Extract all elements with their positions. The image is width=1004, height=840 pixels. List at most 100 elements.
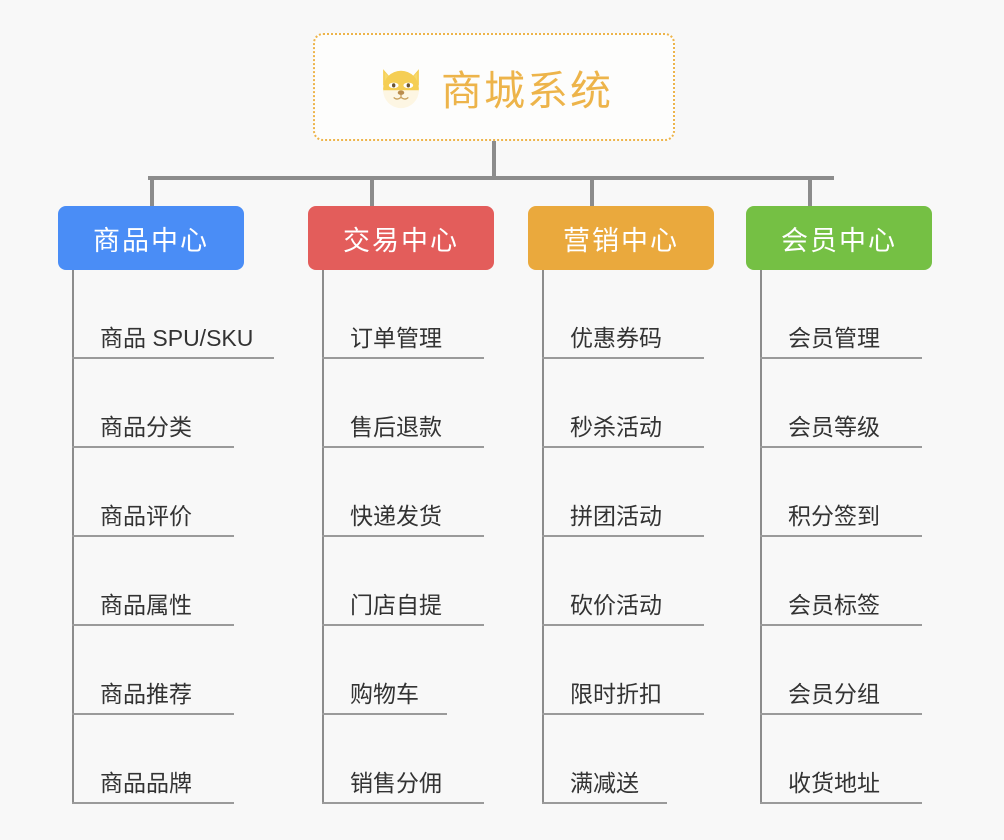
list-item[interactable]: 收货地址 (746, 715, 932, 804)
list-item[interactable]: 秒杀活动 (528, 359, 714, 448)
list-item[interactable]: 售后退款 (308, 359, 494, 448)
leaf-list-trade-center: 订单管理 售后退款 快递发货 门店自提 购物车 销售分佣 (308, 270, 494, 804)
connector-drop-1 (150, 176, 154, 206)
branch-header-product-center[interactable]: 商品中心 (58, 206, 244, 270)
leaf-underline (760, 535, 922, 537)
leaf-underline (72, 535, 234, 537)
branch-header-trade-center[interactable]: 交易中心 (308, 206, 494, 270)
leaf-underline (760, 357, 922, 359)
leaf-label: 商品品牌 (100, 769, 192, 796)
leaf-underline (322, 713, 447, 715)
branch-header-label: 商品中心 (93, 225, 209, 256)
list-item[interactable]: 优惠券码 (528, 270, 714, 359)
leaf-label: 快递发货 (350, 502, 442, 529)
leaf-label: 满减送 (570, 769, 639, 796)
leaf-underline (542, 446, 704, 448)
list-item[interactable]: 销售分佣 (308, 715, 494, 804)
list-item[interactable]: 限时折扣 (528, 626, 714, 715)
branch-trade-center: 交易中心 订单管理 售后退款 快递发货 门店自提 购物车 (308, 206, 494, 804)
list-item[interactable]: 拼团活动 (528, 448, 714, 537)
leaf-list-marketing-center: 优惠券码 秒杀活动 拼团活动 砍价活动 限时折扣 满减送 (528, 270, 714, 804)
connector-horizontal-bus (148, 176, 834, 180)
leaf-label: 秒杀活动 (570, 413, 662, 440)
list-item[interactable]: 商品评价 (58, 448, 244, 537)
branch-header-label: 交易中心 (343, 225, 459, 256)
branch-member-center: 会员中心 会员管理 会员等级 积分签到 会员标签 会员分组 (746, 206, 932, 804)
leaf-label: 砍价活动 (570, 591, 662, 618)
leaf-underline (322, 624, 484, 626)
branch-product-center: 商品中心 商品 SPU/SKU 商品分类 商品评价 商品属性 商品推荐 (58, 206, 274, 804)
leaf-list-product-center: 商品 SPU/SKU 商品分类 商品评价 商品属性 商品推荐 商品品牌 (58, 270, 274, 804)
branch-spine (760, 270, 762, 804)
leaf-underline (542, 535, 704, 537)
leaf-label: 优惠券码 (570, 324, 662, 351)
leaf-label: 门店自提 (350, 591, 442, 618)
leaf-underline (542, 713, 704, 715)
leaf-label: 会员标签 (788, 591, 880, 618)
list-item[interactable]: 商品属性 (58, 537, 244, 626)
leaf-underline (760, 713, 922, 715)
leaf-underline (72, 624, 234, 626)
list-item[interactable]: 积分签到 (746, 448, 932, 537)
leaf-underline (322, 357, 484, 359)
list-item[interactable]: 满减送 (528, 715, 714, 804)
leaf-label: 会员管理 (788, 324, 880, 351)
list-item[interactable]: 砍价活动 (528, 537, 714, 626)
leaf-underline (542, 624, 704, 626)
list-item[interactable]: 会员分组 (746, 626, 932, 715)
leaf-label: 商品推荐 (100, 680, 192, 707)
leaf-underline (322, 802, 484, 804)
list-item[interactable]: 快递发货 (308, 448, 494, 537)
leaf-underline (72, 802, 234, 804)
list-item[interactable]: 商品 SPU/SKU (58, 270, 274, 359)
leaf-underline (322, 446, 484, 448)
leaf-label: 拼团活动 (570, 502, 662, 529)
list-item[interactable]: 商品品牌 (58, 715, 244, 804)
leaf-underline (72, 713, 234, 715)
connector-drop-4 (808, 176, 812, 206)
list-item[interactable]: 购物车 (308, 626, 494, 715)
branch-header-member-center[interactable]: 会员中心 (746, 206, 932, 270)
leaf-underline (760, 446, 922, 448)
leaf-underline (760, 624, 922, 626)
leaf-underline (542, 802, 667, 804)
leaf-label: 商品 SPU/SKU (100, 324, 254, 351)
leaf-label: 积分签到 (788, 502, 880, 529)
list-item[interactable]: 订单管理 (308, 270, 494, 359)
leaf-label: 会员分组 (788, 680, 880, 707)
leaf-label: 商品评价 (100, 502, 192, 529)
leaf-label: 商品分类 (100, 413, 192, 440)
branch-spine (542, 270, 544, 804)
leaf-underline (322, 535, 484, 537)
leaf-label: 限时折扣 (570, 680, 662, 707)
leaf-list-member-center: 会员管理 会员等级 积分签到 会员标签 会员分组 收货地址 (746, 270, 932, 804)
leaf-label: 销售分佣 (350, 769, 442, 796)
root-title: 商城系统 (441, 68, 613, 114)
branch-spine (322, 270, 324, 804)
list-item[interactable]: 门店自提 (308, 537, 494, 626)
leaf-underline (72, 357, 274, 359)
leaf-label: 商品属性 (100, 591, 192, 618)
list-item[interactable]: 会员管理 (746, 270, 932, 359)
list-item[interactable]: 会员标签 (746, 537, 932, 626)
leaf-label: 收货地址 (788, 769, 880, 796)
branch-header-label: 会员中心 (781, 225, 897, 256)
branch-spine (72, 270, 74, 804)
list-item[interactable]: 会员等级 (746, 359, 932, 448)
leaf-label: 购物车 (350, 680, 419, 707)
leaf-label: 订单管理 (350, 324, 442, 351)
leaf-underline (72, 446, 234, 448)
branch-header-marketing-center[interactable]: 营销中心 (528, 206, 714, 270)
dog-face-icon (375, 61, 427, 113)
list-item[interactable]: 商品分类 (58, 359, 244, 448)
leaf-underline (760, 802, 922, 804)
root-node[interactable]: 商城系统 (313, 33, 675, 141)
connector-drop-2 (370, 176, 374, 206)
connector-root-vertical (492, 141, 496, 178)
connector-drop-3 (590, 176, 594, 206)
leaf-label: 会员等级 (788, 413, 880, 440)
list-item[interactable]: 商品推荐 (58, 626, 244, 715)
branch-header-label: 营销中心 (563, 225, 679, 256)
branch-marketing-center: 营销中心 优惠券码 秒杀活动 拼团活动 砍价活动 限时折扣 (528, 206, 714, 804)
